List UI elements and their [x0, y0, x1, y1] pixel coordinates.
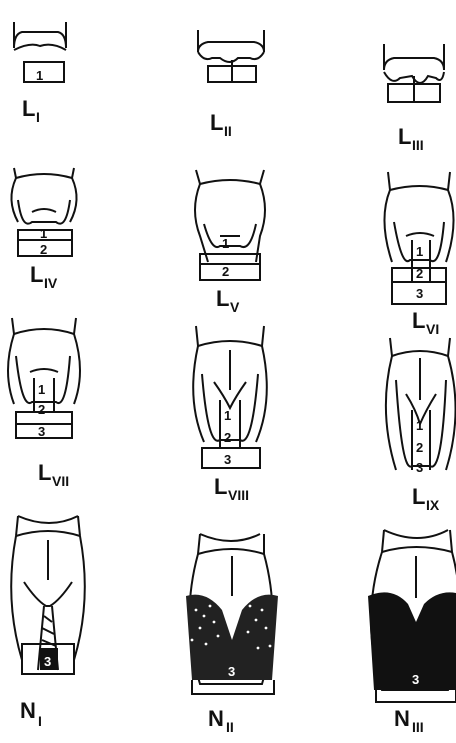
fig-l-iv-roman: IV	[44, 275, 58, 291]
fig-l-vi-num-1: 1	[416, 244, 423, 259]
fig-l-vii-num-3: 3	[38, 424, 45, 439]
fig-l-vii-num-2: 2	[38, 402, 45, 417]
outline	[14, 22, 66, 48]
fig-l-viii-letter: L	[214, 474, 227, 499]
fig-l-iv-letter: L	[30, 262, 43, 287]
fig-l-v-num-2: 2	[222, 264, 229, 279]
fig-n-i-letter: N	[20, 698, 36, 723]
fig-l-i-letter: L	[22, 96, 35, 121]
segment-1-box	[24, 62, 64, 82]
fig-l-v-roman: V	[230, 299, 240, 315]
fig-l-v-letter: L	[216, 286, 229, 311]
fig-l-ix-roman: IX	[426, 497, 440, 513]
fig-l-i-roman: I	[36, 109, 40, 125]
fig-l-viii-roman: VIII	[228, 487, 249, 503]
fig-l-viii-num-3: 3	[224, 452, 231, 467]
fig-n-iii-num-3: 3	[412, 672, 419, 687]
fig-l-ix-num-3: 3	[416, 460, 423, 475]
fig-l-vi-roman: VI	[426, 321, 439, 337]
fig-n-i-num-3: 3	[44, 654, 51, 669]
fig-l-iii-roman: III	[412, 137, 424, 153]
fig-l-ix-letter: L	[412, 484, 425, 509]
fig-l-viii-num-1: 1	[224, 408, 231, 423]
figure-l-iii	[384, 44, 444, 102]
fig-l-vii-roman: VII	[52, 473, 69, 489]
fig-n-ii-num-3: 3	[228, 664, 235, 679]
figure-l-vii	[8, 318, 80, 438]
fig-l-vii-letter: L	[38, 460, 51, 485]
fig-n-iii-letter: N	[394, 706, 410, 731]
fig-n-ii-letter: N	[208, 706, 224, 731]
fig-l-iv-num-2: 2	[40, 242, 47, 257]
fig-l-vi-letter: L	[412, 308, 425, 333]
figure-l-v	[195, 170, 265, 280]
top-edge	[14, 45, 66, 50]
fig-l-ii-roman: II	[224, 123, 232, 139]
fig-l-ix-num-2: 2	[416, 440, 423, 455]
fig-l-iii-letter: L	[398, 124, 411, 149]
fig-l-ix-num-1: 1	[416, 418, 423, 433]
fig-n-i-roman: I	[38, 713, 42, 729]
fig-l-i-num-1: 1	[36, 68, 43, 83]
figure-l-viii	[193, 326, 267, 468]
fig-l-vi-num-3: 3	[416, 286, 423, 301]
figure-l-vi	[384, 172, 453, 304]
figure-l-ii	[198, 30, 264, 82]
fig-l-iv-num-1: 1	[40, 226, 47, 241]
fig-l-v-num-1: 1	[222, 236, 229, 251]
fig-n-iii-roman: III	[412, 719, 424, 735]
fig-l-vi-num-2: 2	[416, 266, 423, 281]
fig-l-vii-num-1: 1	[38, 382, 45, 397]
fig-l-viii-num-2: 2	[224, 430, 231, 445]
fig-l-ii-letter: L	[210, 110, 223, 135]
fig-n-ii-roman: II	[226, 719, 234, 735]
